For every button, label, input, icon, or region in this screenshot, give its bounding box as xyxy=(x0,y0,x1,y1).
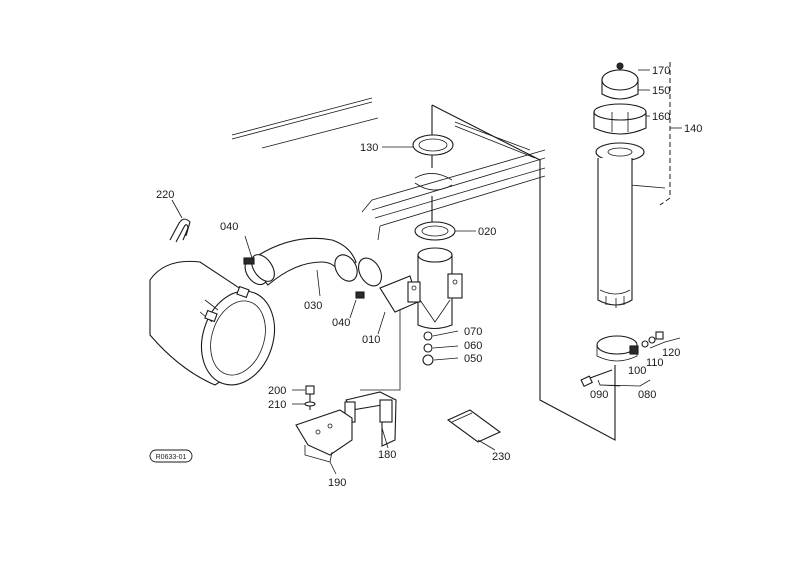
label-090: 090 xyxy=(590,389,608,401)
diagram-code: R0633-01 xyxy=(156,454,187,461)
label-050: 050 xyxy=(464,353,482,365)
diagram-code-badge: R0633-01 xyxy=(149,449,193,463)
label-020: 020 xyxy=(478,226,496,238)
label-160: 160 xyxy=(652,111,670,123)
part-220-hook xyxy=(169,199,191,243)
part-040-clamp-right xyxy=(355,257,383,299)
label-110: 110 xyxy=(646,357,664,369)
label-100: 100 xyxy=(628,365,646,377)
parts-090-120-hardware xyxy=(580,331,664,388)
part-140-precleaner xyxy=(593,62,647,308)
label-200: 200 xyxy=(268,385,286,397)
label-220: 220 xyxy=(156,189,174,201)
part-010-intake-pipe xyxy=(379,247,463,330)
part-020-ring xyxy=(414,221,456,241)
label-080: 080 xyxy=(638,389,656,401)
parts-050-070-hardware xyxy=(422,331,434,366)
part-080-band-clamp xyxy=(596,335,639,362)
label-120: 120 xyxy=(662,347,680,359)
part-130-seal xyxy=(412,134,454,191)
parts-200-210-bolt xyxy=(304,385,316,410)
label-040-left: 040 xyxy=(220,221,238,233)
part-190-bracket xyxy=(295,409,353,463)
part-labels: 010 020 030 040 040 050 060 070 080 090 … xyxy=(156,65,702,489)
label-010: 010 xyxy=(362,334,380,346)
label-190: 190 xyxy=(328,477,346,489)
part-040-clamp-left xyxy=(243,254,275,282)
callout-ticks xyxy=(244,69,650,475)
label-060: 060 xyxy=(464,340,482,352)
label-170: 170 xyxy=(652,65,670,77)
label-210: 210 xyxy=(268,399,286,411)
label-140: 140 xyxy=(684,123,702,135)
label-230: 230 xyxy=(492,451,510,463)
frame-outline xyxy=(231,97,546,241)
label-070: 070 xyxy=(464,326,482,338)
label-040-right: 040 xyxy=(332,317,350,329)
air-cleaner-body xyxy=(149,260,275,386)
leader-lines xyxy=(360,62,682,441)
label-180: 180 xyxy=(378,449,396,461)
label-150: 150 xyxy=(652,85,670,97)
label-130: 130 xyxy=(360,142,378,154)
label-030: 030 xyxy=(304,300,322,312)
part-230-plate xyxy=(446,409,502,443)
part-180-bracket xyxy=(344,391,397,447)
